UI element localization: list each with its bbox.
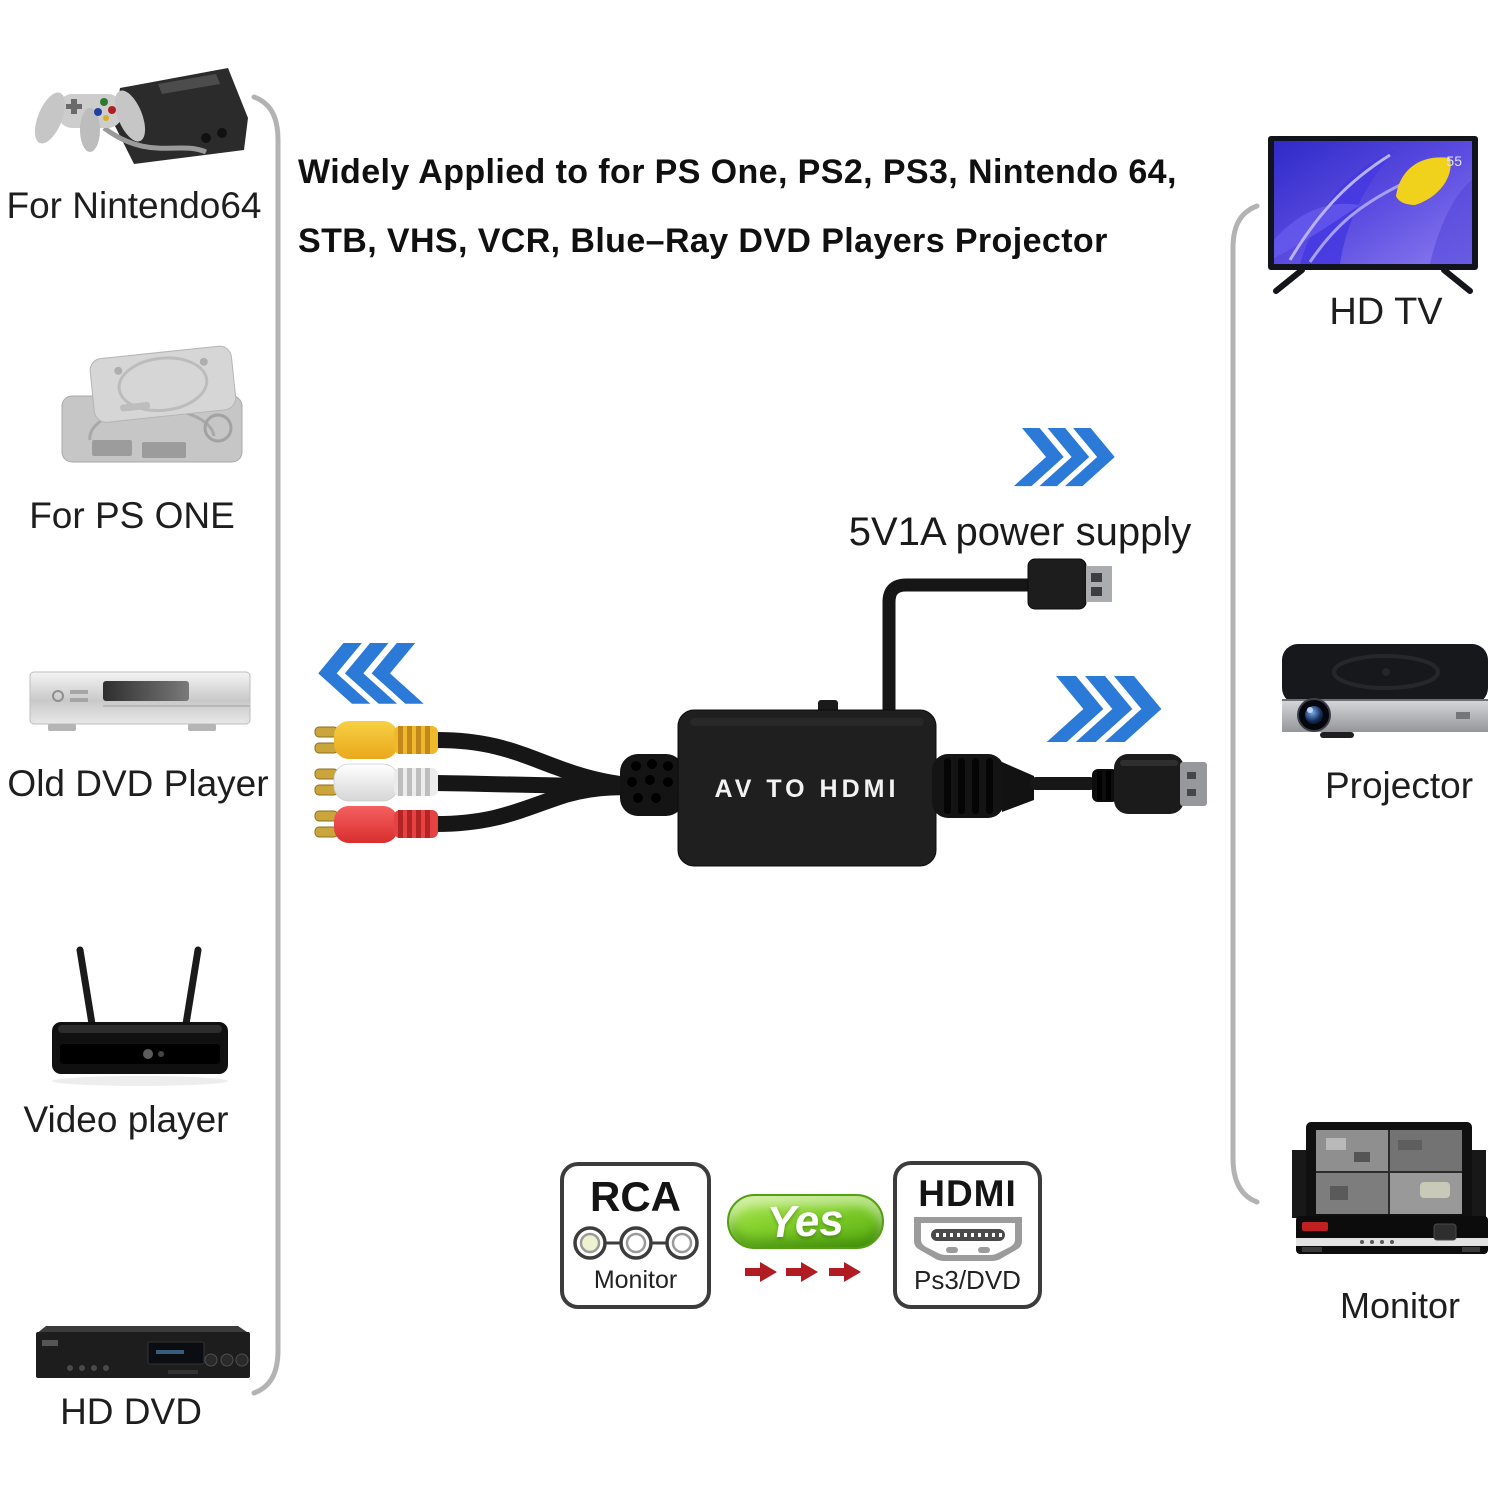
rca-subtitle: Monitor bbox=[593, 1266, 678, 1294]
rca-format-box: RCA Monitor bbox=[560, 1162, 711, 1309]
heading-line-1: Widely Applied to for PS One, PS2, PS3, … bbox=[298, 153, 1177, 191]
label-nintendo64: For Nintendo64 bbox=[6, 185, 262, 226]
chevron-right-icon bbox=[1013, 428, 1115, 487]
rca-plug-white bbox=[314, 763, 438, 802]
heading-line-2: STB, VHS, VCR, Blue–Ray DVD Players Proj… bbox=[298, 222, 1108, 260]
monitor-image bbox=[1292, 1122, 1488, 1254]
nintendo64-image bbox=[34, 68, 248, 164]
label-video-player: Video player bbox=[23, 1099, 229, 1140]
label-hd-dvd: HD DVD bbox=[60, 1391, 202, 1432]
hdmi-port-icon bbox=[913, 1216, 1022, 1261]
rca-plug-yellow bbox=[314, 721, 438, 759]
hdmi-title: HDMI bbox=[918, 1173, 1017, 1214]
hdmi-subtitle: Ps3/DVD bbox=[914, 1265, 1021, 1295]
tv-screen-badge: 55 bbox=[1446, 153, 1462, 169]
label-monitor: Monitor bbox=[1339, 1285, 1461, 1326]
chevron-right-icon bbox=[1046, 676, 1162, 742]
power-supply-label: 5V1A power supply bbox=[848, 510, 1192, 554]
ps-one-image bbox=[61, 345, 243, 463]
red-arrows-icon bbox=[745, 1262, 861, 1282]
converter-box: AV TO HDMI bbox=[677, 700, 937, 867]
hd-tv-image: 55 bbox=[1268, 136, 1478, 294]
hdmi-plug bbox=[932, 754, 1207, 818]
label-hd-tv: HD TV bbox=[1329, 291, 1443, 333]
hd-dvd-image bbox=[36, 1326, 250, 1378]
projector-image bbox=[1282, 644, 1488, 738]
yes-label: Yes bbox=[766, 1195, 845, 1247]
power-cable bbox=[882, 578, 1039, 721]
right-bracket bbox=[1230, 203, 1260, 1205]
label-ps-one: For PS ONE bbox=[29, 495, 235, 536]
video-player-image bbox=[52, 946, 228, 1086]
label-projector: Projector bbox=[1324, 765, 1474, 806]
label-old-dvd-player: Old DVD Player bbox=[7, 763, 269, 804]
yes-badge: Yes bbox=[727, 1194, 884, 1249]
converter-label: AV TO HDMI bbox=[715, 775, 900, 803]
chevron-left-icon bbox=[318, 643, 424, 704]
converter-product-image: AV TO HDMI bbox=[314, 558, 1207, 867]
rca-ports-icon bbox=[572, 1226, 699, 1260]
hdmi-format-box: HDMI Ps3/DVD bbox=[893, 1161, 1042, 1309]
rca-plug-red bbox=[314, 806, 438, 843]
left-bracket bbox=[251, 94, 281, 1396]
usb-plug bbox=[1027, 558, 1112, 610]
rca-title: RCA bbox=[590, 1173, 681, 1220]
old-dvd-player-image bbox=[29, 671, 251, 731]
